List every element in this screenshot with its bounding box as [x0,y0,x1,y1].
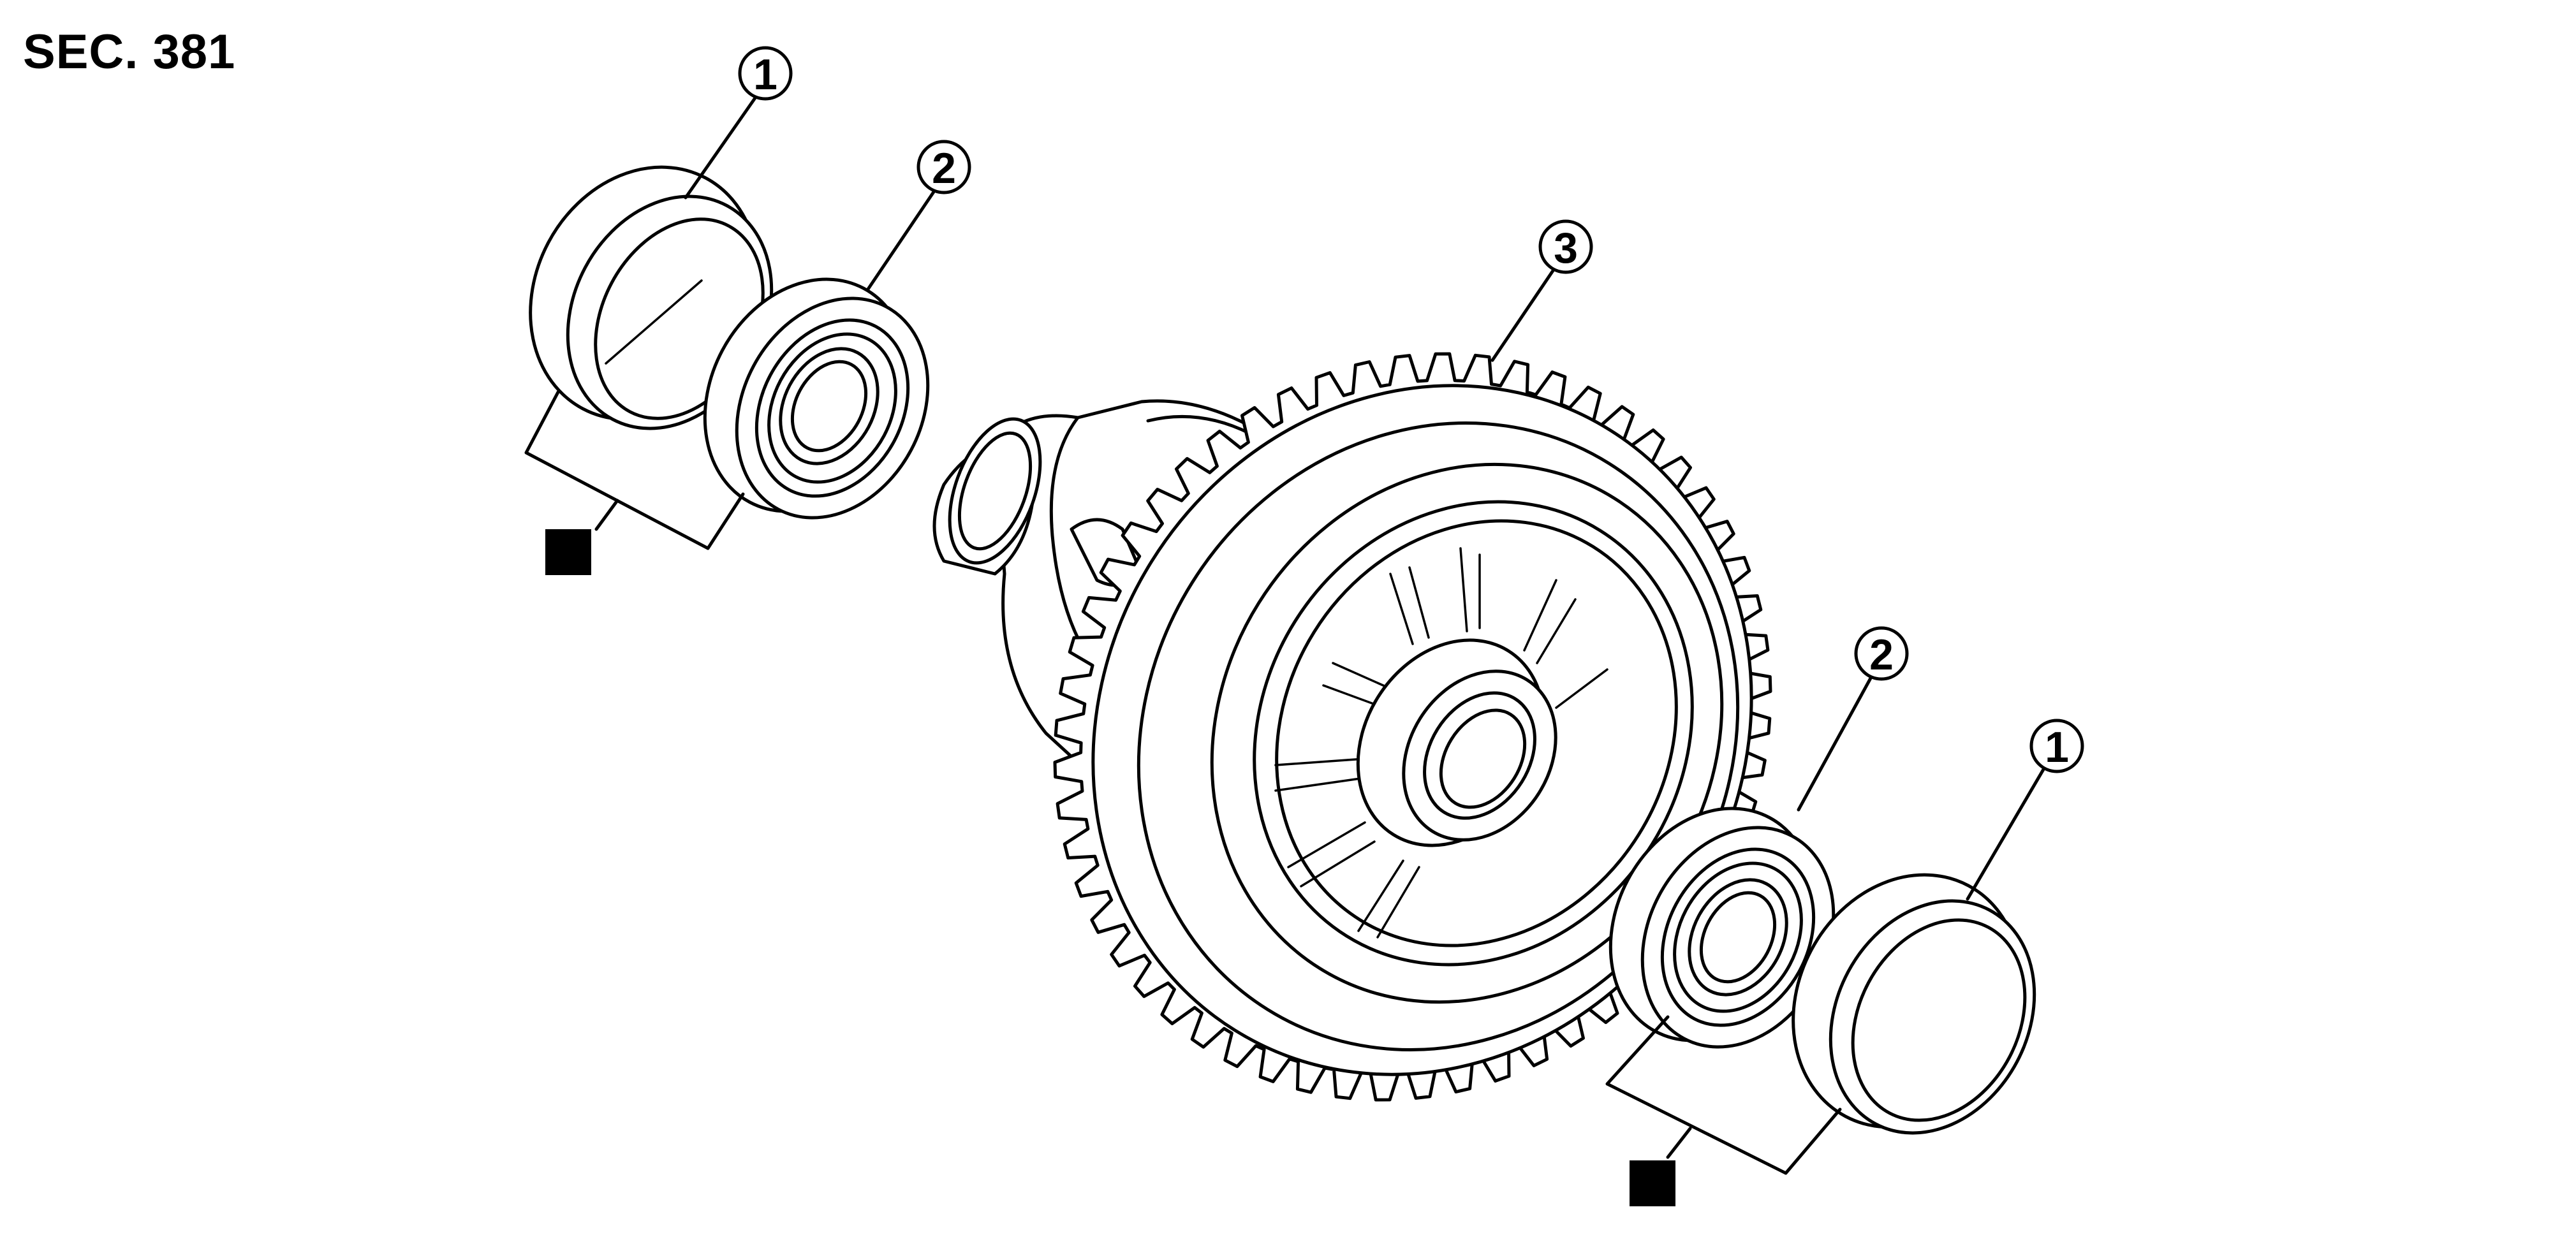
svg-text:2: 2 [1869,631,1894,679]
bearing-top [703,277,930,520]
selective-part-marker-top [545,529,591,575]
bearing-outer-race-bottom [1792,873,2036,1135]
callout-3: 3 [1490,219,1593,362]
callout-2-top: 2 [865,140,971,292]
selective-parts-bracket-bottom [1605,1015,1842,1175]
selective-parts-bracket-top [524,390,745,550]
svg-text:2: 2 [932,144,956,193]
bearing-bottom [1608,807,1836,1049]
callout-1-top: 1 [684,46,793,200]
callout-2-bottom: 2 [1797,626,1909,812]
section-label: SEC. 381 [23,25,236,79]
svg-text:1: 1 [2045,723,2069,771]
selective-part-marker-bottom [1630,1160,1675,1206]
svg-text:3: 3 [1554,224,1578,272]
svg-text:1: 1 [753,50,777,99]
differential-case-assembly [932,352,1772,1102]
callout-1-bottom: 1 [1966,719,2084,901]
